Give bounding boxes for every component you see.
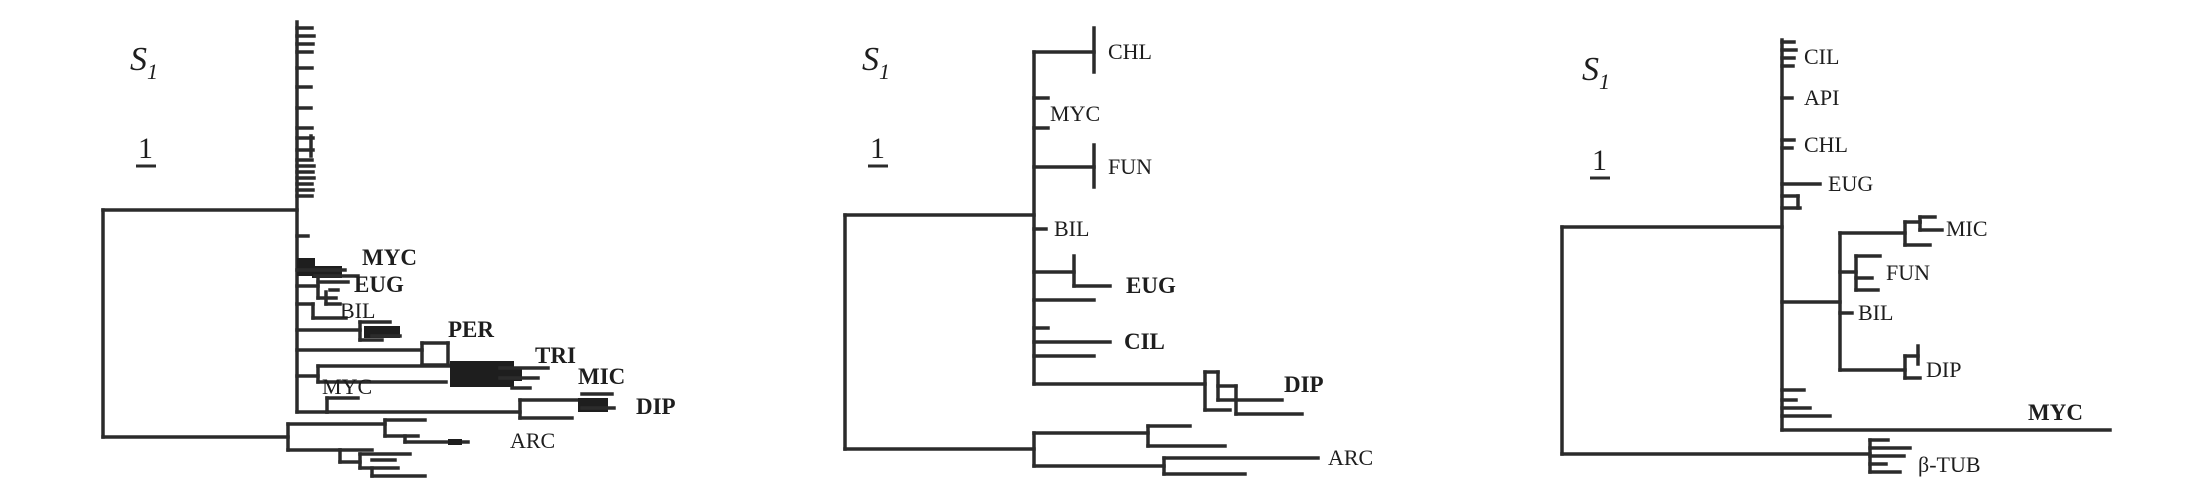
panel-3-title: S1 [1582, 51, 1610, 94]
panel-3-label-dip: DIP [1926, 357, 1961, 382]
panel-3-label-myc: MYC [2028, 400, 2083, 425]
panel-1-label-tri: TRI [535, 343, 576, 368]
panel-2-label-myc: MYC [1050, 101, 1100, 126]
panel-3-label-eug: EUG [1828, 171, 1873, 196]
panel-2-title: S1 [862, 41, 890, 84]
panel-1-label-dip: DIP [636, 394, 676, 419]
panel-2-label-dip: DIP [1284, 372, 1324, 397]
panel-1-label-bil: BIL [340, 298, 375, 323]
panel-1-scale-label: 1 [138, 132, 153, 165]
panel-3-label-cil: CIL [1804, 44, 1839, 69]
panel-2-label-chl: CHL [1108, 39, 1152, 64]
panel-2-scale-label: 1 [870, 132, 885, 165]
panel-2-label-bil: BIL [1054, 216, 1089, 241]
panel-3-label-mic: MIC [1946, 216, 1988, 241]
tree-panel-3: S1 1 [1560, 38, 2112, 477]
panel-3-scale-label: 1 [1592, 144, 1607, 177]
tree-panel-1: S1 1 [101, 20, 676, 478]
panel-3-label-fun: FUN [1886, 260, 1930, 285]
panel-2-label-eug: EUG [1126, 273, 1176, 298]
panel-1-label-eug: EUG [354, 272, 404, 297]
panel-2-label-fun: FUN [1108, 154, 1152, 179]
panel-2-branches [843, 26, 1320, 476]
panel-3-branches [1560, 38, 2112, 474]
panel-3-label-bil: BIL [1858, 300, 1893, 325]
panel-3-label-beta-tub: β-TUB [1918, 452, 1981, 477]
panel-1-title: S1 [130, 41, 158, 84]
panel-1-label-per: PER [448, 317, 494, 342]
panel-1-label-myc: MYC [362, 245, 417, 270]
panel-1-label-arc: ARC [510, 428, 555, 453]
panel-3-label-api: API [1804, 85, 1839, 110]
panel-1-label-mic: MIC [578, 364, 625, 389]
panel-2-label-cil: CIL [1124, 329, 1165, 354]
panel-3-label-chl: CHL [1804, 132, 1848, 157]
panel-1-branches [101, 20, 616, 478]
tree-panel-2: S1 1 [843, 26, 1373, 476]
panel-1-label-myc-2: MYC [322, 374, 372, 399]
panel-2-label-arc: ARC [1328, 445, 1373, 470]
